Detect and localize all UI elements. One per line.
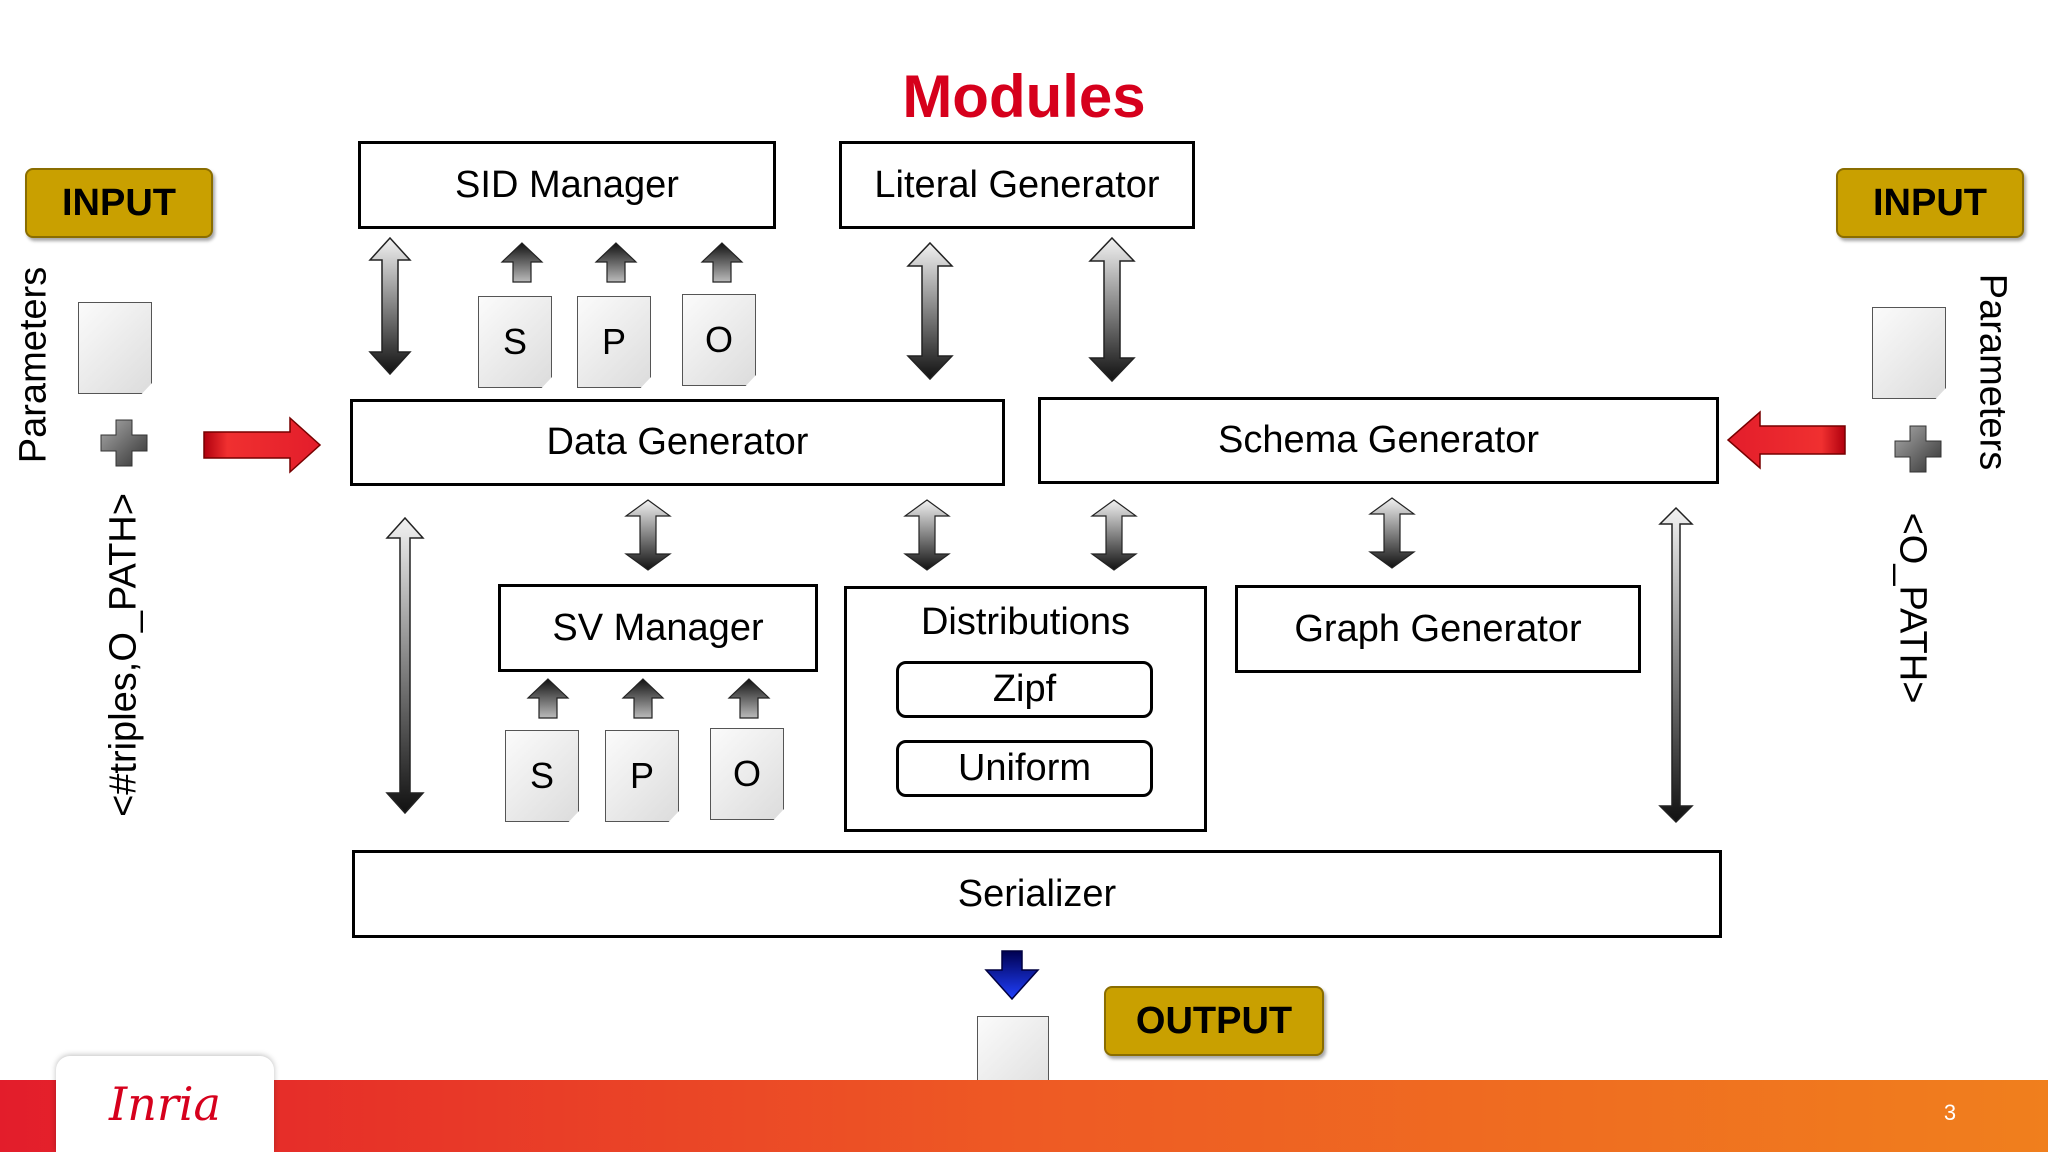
- input-document-icon-left: [78, 302, 152, 394]
- inria-logo-text: Inria: [109, 1077, 221, 1131]
- data-sv-double-arrow: [624, 499, 672, 571]
- sid-up-arrow-p: [594, 242, 638, 283]
- sv-subject-page: S: [505, 730, 579, 822]
- sv-up-arrow-s: [526, 678, 570, 719]
- output-badge: OUTPUT: [1104, 986, 1324, 1056]
- input-document-icon-right: [1872, 307, 1946, 399]
- sid-subject-page: S: [478, 296, 552, 388]
- distributions-label: Distributions: [920, 601, 1131, 643]
- input-badge-right: INPUT: [1836, 168, 2024, 238]
- input-arrow-right: [203, 416, 322, 474]
- graph-generator-box: Graph Generator: [1235, 585, 1641, 673]
- literal-schema-double-arrow: [1088, 236, 1136, 383]
- sv-object-page: O: [710, 728, 784, 820]
- sid-up-arrow-s: [500, 242, 544, 283]
- literal-generator-box: Literal Generator: [839, 141, 1195, 229]
- sid-data-double-arrow: [368, 236, 412, 376]
- sv-manager-box: SV Manager: [498, 584, 818, 672]
- serializer-box: Serializer: [352, 850, 1722, 938]
- input-arrow-left: [1726, 410, 1846, 470]
- schema-generator-box: Schema Generator: [1038, 397, 1719, 484]
- sv-up-arrow-o: [727, 678, 771, 719]
- sid-manager-box: SID Manager: [358, 141, 776, 229]
- footer-band: [0, 1080, 2048, 1152]
- data-generator-box: Data Generator: [350, 399, 1005, 486]
- data-serializer-double-arrow: [385, 516, 425, 815]
- plus-icon-right: [1894, 425, 1942, 473]
- schema-serializer-double-arrow: [1658, 506, 1694, 824]
- literal-data-double-arrow: [906, 241, 954, 381]
- schema-distributions-double-arrow: [1090, 499, 1138, 571]
- schema-graph-double-arrow: [1368, 497, 1416, 569]
- uniform-box: Uniform: [896, 740, 1153, 797]
- sid-object-page: O: [682, 294, 756, 386]
- sid-up-arrow-o: [700, 242, 744, 283]
- page-number: 3: [1943, 1100, 1957, 1125]
- input-badge-left: INPUT: [25, 168, 213, 238]
- sv-predicate-page: P: [605, 730, 679, 822]
- slide-title: Modules: [902, 63, 1146, 130]
- output-arrow: [984, 950, 1040, 1001]
- inria-logo: Inria: [56, 1056, 274, 1152]
- sv-up-arrow-p: [621, 678, 665, 719]
- data-distributions-double-arrow: [903, 499, 951, 571]
- sid-predicate-page: P: [577, 296, 651, 388]
- plus-icon-left: [100, 419, 148, 467]
- zipf-box: Zipf: [896, 661, 1153, 718]
